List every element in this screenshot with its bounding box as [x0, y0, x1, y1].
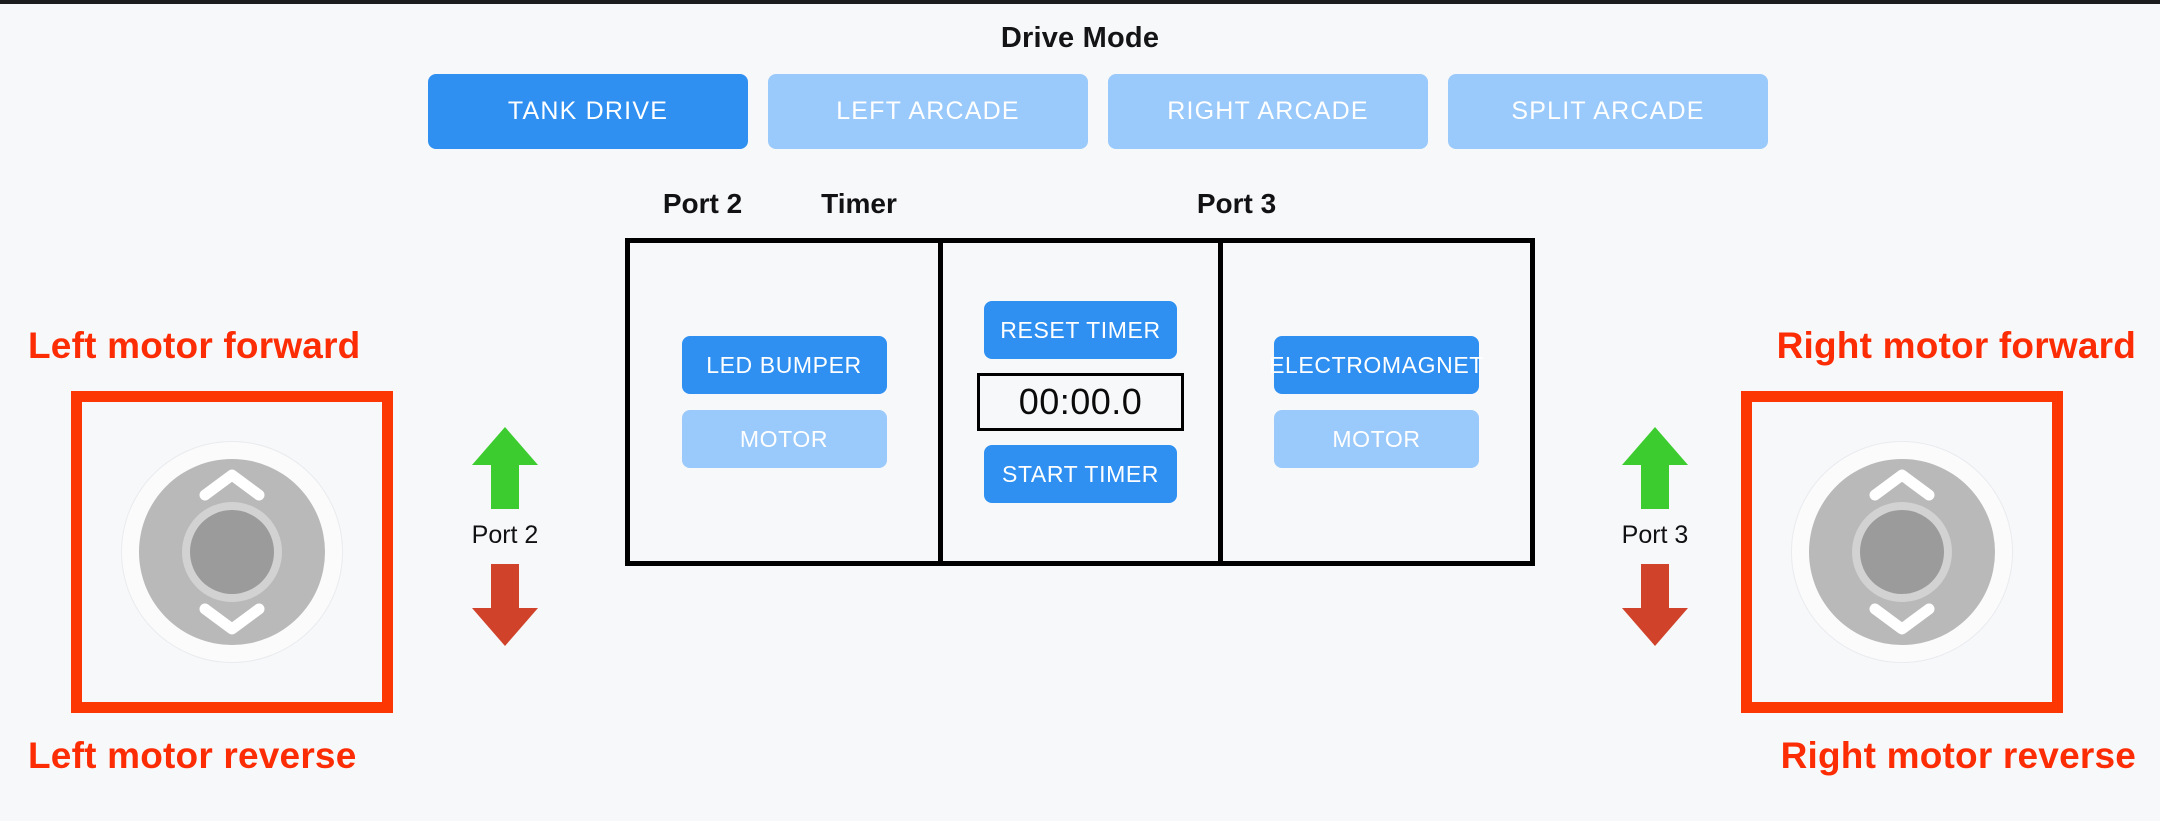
timer-display: 00:00.0 — [977, 373, 1184, 431]
top-edge-strip — [0, 0, 2160, 4]
port3-electromagnet-button[interactable]: ELECTROMAGNET — [1269, 336, 1483, 394]
chevron-up-icon — [199, 467, 265, 501]
drive-mode-right-arcade-button[interactable]: RIGHT ARCADE — [1108, 74, 1428, 149]
panel-header-timer: Timer — [821, 188, 897, 219]
panel-header-port3: Port 3 — [1196, 188, 1277, 219]
arrow-down-red-icon — [472, 564, 538, 646]
right-port-indicator: Port 3 — [1605, 425, 1705, 648]
right-motor-forward-annotation: Right motor forward — [1776, 325, 2136, 366]
chevron-up-icon — [1869, 467, 1935, 501]
left-port-label: Port 2 — [471, 521, 539, 549]
reset-timer-button[interactable]: RESET TIMER — [984, 301, 1177, 359]
start-timer-button[interactable]: START TIMER — [984, 445, 1177, 503]
left-motor-forward-annotation: Left motor forward — [28, 325, 361, 366]
right-joystick-highlight-box — [1741, 391, 2063, 713]
right-joystick[interactable] — [1791, 441, 2013, 663]
left-joystick-knob[interactable] — [190, 510, 274, 594]
port3-motor-button[interactable]: MOTOR — [1274, 410, 1479, 468]
right-motor-reverse-annotation: Right motor reverse — [1780, 735, 2136, 776]
left-joystick-highlight-box — [71, 391, 393, 713]
left-motor-reverse-annotation: Left motor reverse — [28, 735, 357, 776]
right-joystick-knob[interactable] — [1860, 510, 1944, 594]
drive-mode-split-arcade-button[interactable]: SPLIT ARCADE — [1448, 74, 1768, 149]
control-panel: LED BUMPER MOTOR RESET TIMER 00:00.0 STA… — [625, 238, 1535, 566]
right-port-label: Port 3 — [1621, 521, 1689, 549]
drive-mode-left-arcade-button[interactable]: LEFT ARCADE — [768, 74, 1088, 149]
drive-mode-tank-drive-button[interactable]: TANK DRIVE — [428, 74, 748, 149]
panel-header-port2: Port 2 — [662, 188, 743, 219]
port2-led-bumper-button[interactable]: LED BUMPER — [681, 336, 887, 394]
timer-column: RESET TIMER 00:00.0 START TIMER — [938, 243, 1223, 561]
arrow-up-green-icon — [472, 427, 538, 509]
left-port-indicator: Port 2 — [455, 425, 555, 648]
panel-header-row: Port 2 Timer Port 3 — [625, 188, 1535, 228]
arrow-up-green-icon — [1622, 427, 1688, 509]
left-joystick[interactable] — [121, 441, 343, 663]
arrow-down-red-icon — [1622, 564, 1688, 646]
port2-column: LED BUMPER MOTOR — [630, 243, 938, 561]
port2-motor-button[interactable]: MOTOR — [681, 410, 887, 468]
drive-mode-title: Drive Mode — [1000, 22, 1160, 54]
drive-mode-button-group: TANK DRIVE LEFT ARCADE RIGHT ARCADE SPLI… — [428, 74, 1768, 149]
port3-column: ELECTROMAGNET MOTOR — [1223, 243, 1530, 561]
chevron-down-icon — [199, 603, 265, 637]
chevron-down-icon — [1869, 603, 1935, 637]
